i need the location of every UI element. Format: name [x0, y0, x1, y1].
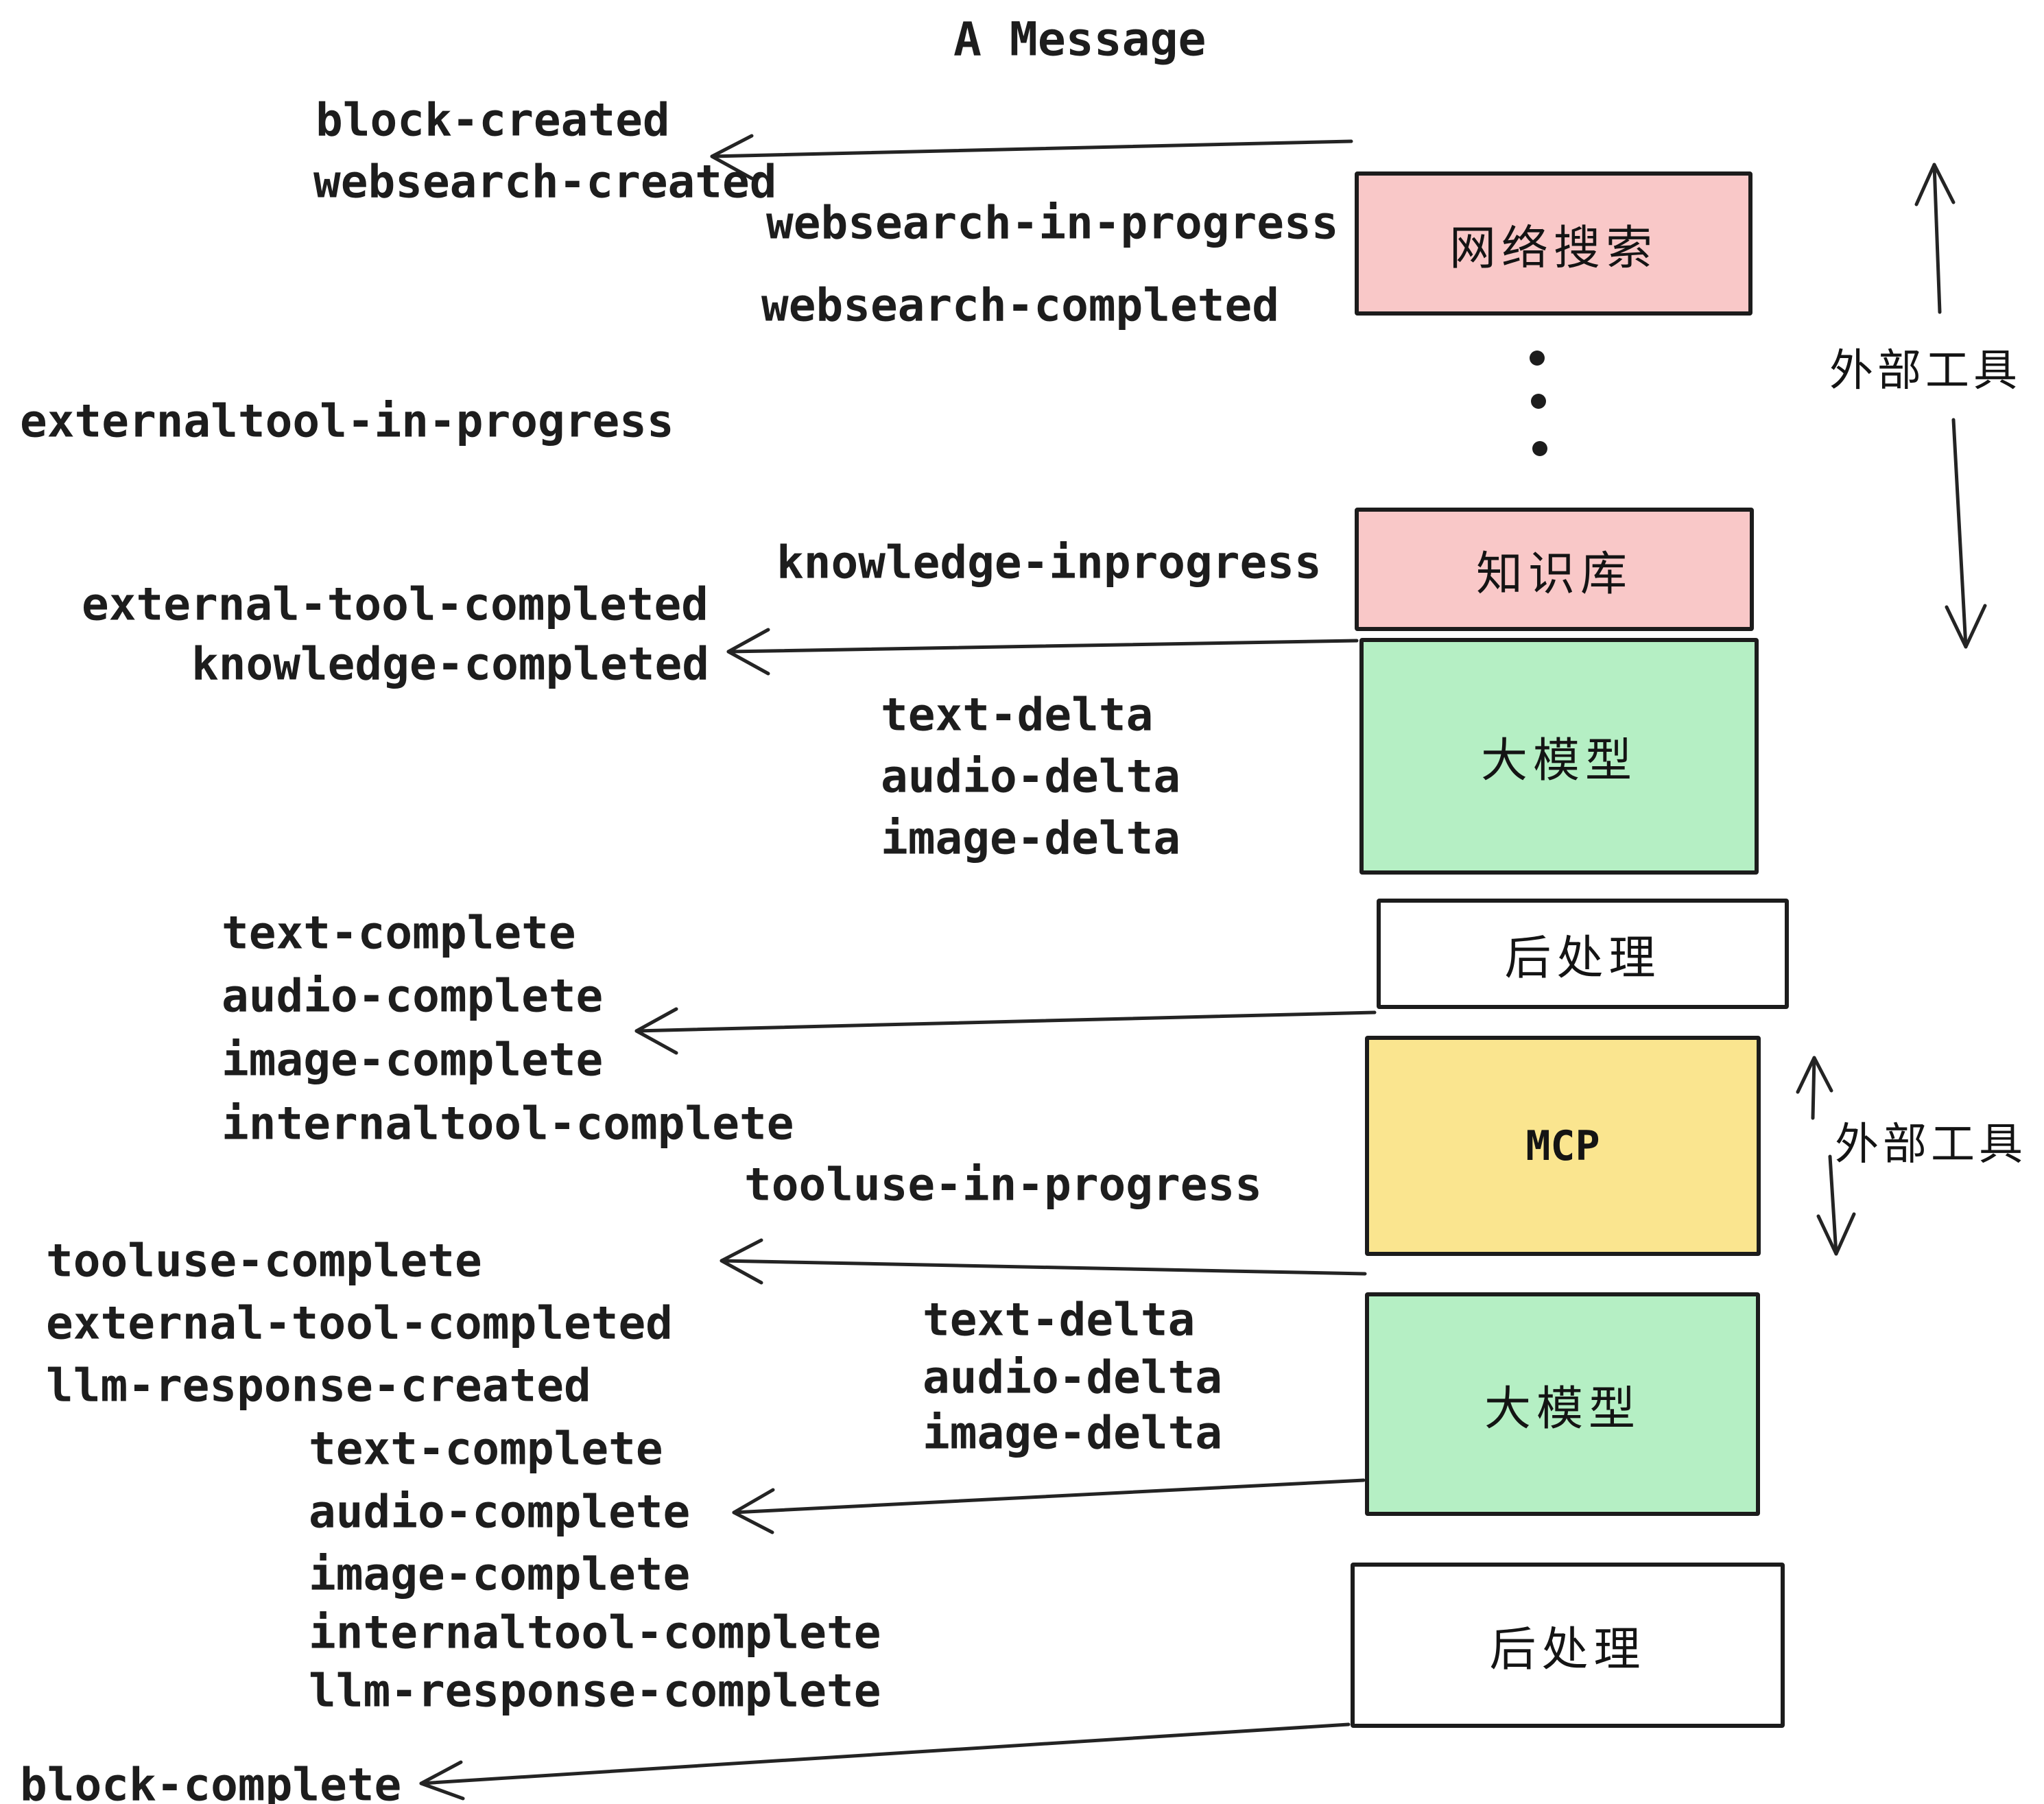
event-label-image-complete-2: image-complete	[309, 1547, 691, 1601]
arrow-knowledge-to-completed	[726, 628, 1359, 676]
arrow-websearch-to-created	[710, 134, 1353, 180]
event-label-audio-delta: audio-delta	[881, 750, 1181, 803]
external-tools-arrow-up-2	[1796, 1056, 1833, 1120]
event-label-audio-complete-2: audio-complete	[309, 1485, 691, 1539]
arrow-mcp-to-tooluse-complete	[720, 1238, 1367, 1285]
box-postprocess-1: 后处理	[1377, 899, 1789, 1009]
box-websearch-label: 网络搜索	[1449, 221, 1658, 276]
external-tools-arrow-down-2	[1816, 1154, 1856, 1256]
event-label-text-delta-2: text-delta	[923, 1293, 1196, 1346]
event-label-websearch-in-progress: websearch-in-progress	[766, 196, 1339, 250]
event-label-image-delta: image-delta	[881, 811, 1181, 865]
arrow-postprocess2-to-block-complete	[419, 1722, 1351, 1801]
event-label-knowledge-inprogress: knowledge-inprogress	[776, 536, 1322, 589]
event-label-llm-response-created: llm-response-created	[46, 1359, 591, 1412]
box-mcp: MCP	[1365, 1036, 1761, 1256]
event-label-text-delta: text-delta	[881, 688, 1154, 741]
event-label-image-delta-2: image-delta	[923, 1406, 1223, 1460]
box-postprocess-2: 后处理	[1351, 1563, 1785, 1728]
arrow-llm2-to-complete	[732, 1478, 1366, 1534]
event-label-image-complete: image-complete	[222, 1033, 604, 1087]
box-llm-2-label: 大模型	[1484, 1381, 1641, 1436]
event-label-internaltool-complete-2: internaltool-complete	[309, 1606, 881, 1659]
event-label-text-complete: text-complete	[222, 906, 576, 960]
box-knowledge-base-label: 知识库	[1475, 547, 1632, 602]
event-label-websearch-completed: websearch-completed	[761, 278, 1279, 332]
box-llm-2: 大模型	[1365, 1292, 1760, 1516]
box-llm-1-label: 大模型	[1480, 734, 1637, 788]
event-label-externaltool-in-progress: externaltool-in-progress	[20, 394, 674, 448]
event-label-knowledge-completed: knowledge-completed	[191, 637, 709, 691]
event-label-llm-response-complete: llm-response-complete	[309, 1664, 881, 1718]
external-tools-arrow-up-1	[1914, 163, 1956, 314]
external-tools-label-1: 外部工具	[1829, 346, 2021, 396]
event-label-internaltool-complete: internaltool-complete	[222, 1097, 794, 1150]
box-postprocess-1-label: 后处理	[1504, 931, 1661, 986]
event-label-block-complete: block-complete	[20, 1758, 402, 1804]
event-label-tooluse-in-progress: tooluse-in-progress	[744, 1158, 1262, 1211]
arrow-postprocess-to-complete	[634, 1007, 1377, 1055]
external-tools-label-2: 外部工具	[1835, 1119, 2027, 1170]
event-label-audio-complete: audio-complete	[222, 969, 604, 1023]
event-label-audio-delta-2: audio-delta	[923, 1351, 1223, 1404]
vertical-ellipsis-icon	[1530, 351, 1547, 456]
external-tools-arrow-down-1	[1945, 418, 1987, 649]
diagram-title: A Message	[953, 12, 1207, 67]
event-label-block-created: block-created	[316, 93, 670, 147]
event-label-external-tool-completed: external-tool-completed	[82, 578, 709, 631]
box-knowledge-base: 知识库	[1355, 508, 1754, 631]
box-llm-1: 大模型	[1359, 638, 1759, 875]
event-label-text-complete-2: text-complete	[309, 1422, 663, 1475]
event-label-tooluse-complete: tooluse-complete	[46, 1234, 482, 1287]
event-label-external-tool-completed-2: external-tool-completed	[46, 1296, 673, 1350]
event-label-websearch-created: websearch-created	[313, 155, 777, 209]
box-websearch: 网络搜索	[1355, 171, 1752, 316]
box-mcp-label: MCP	[1525, 1121, 1600, 1170]
box-postprocess-2-label: 后处理	[1489, 1623, 1646, 1677]
